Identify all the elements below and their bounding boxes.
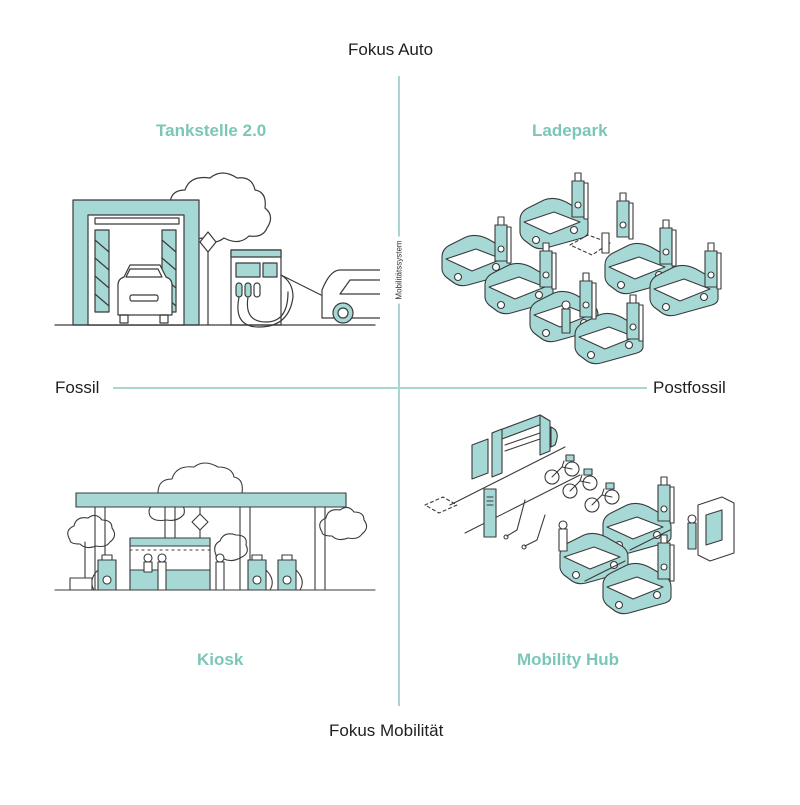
fuel-pump-icon — [247, 554, 273, 591]
quadrant-title-mobility-hub: Mobility Hub — [517, 650, 619, 669]
quadrant-title-ladepark: Ladepark — [532, 121, 608, 140]
bicycle-icon — [544, 454, 580, 485]
axis-label-left: Fossil — [55, 378, 100, 397]
tree-icon — [319, 506, 368, 541]
cloud-icon — [157, 462, 243, 494]
ticket-machine-icon — [697, 496, 735, 562]
horizontal-axis-line — [113, 387, 647, 389]
sign-icon — [199, 231, 217, 253]
bus-shelter-icon — [471, 414, 558, 480]
person-icon — [687, 514, 697, 550]
charging-station-icon — [626, 294, 644, 342]
person-icon — [561, 300, 571, 334]
person-icon — [143, 553, 153, 573]
e-scooter-icon — [521, 514, 546, 550]
charging-station-icon — [659, 219, 677, 267]
charging-station-icon — [579, 272, 597, 320]
charging-station-icon — [539, 242, 557, 290]
axis-label-right: Postfossil — [653, 378, 726, 397]
charging-station-icon — [571, 172, 589, 220]
fuel-pump-icon — [277, 554, 303, 591]
charging-station-icon — [616, 192, 634, 240]
vertical-axis-label: Mobilitätssystem — [394, 236, 404, 304]
bicycle-icon — [562, 468, 598, 499]
bicycle-icon — [584, 482, 620, 513]
quadrant-title-kiosk: Kiosk — [197, 650, 244, 669]
axis-label-bottom: Fokus Mobilität — [329, 721, 444, 740]
info-stele-icon — [483, 488, 497, 538]
sign-icon — [191, 513, 209, 531]
axis-label-top: Fokus Auto — [348, 40, 434, 59]
ev-charging-park-illustration — [441, 172, 722, 365]
person-icon — [558, 520, 568, 552]
vertical-axis-line — [398, 76, 400, 706]
quadrant-title-tankstelle: Tankstelle 2.0 — [156, 121, 267, 140]
gas-station-kiosk-illustration — [54, 462, 376, 591]
person-icon — [215, 553, 225, 591]
empty-parking-spot — [569, 234, 611, 256]
charging-station-icon — [657, 476, 675, 524]
tree-icon — [67, 514, 116, 549]
canopy — [75, 492, 347, 508]
e-scooter-icon — [503, 499, 526, 540]
person-icon — [157, 553, 167, 591]
mobility-hub-illustration — [424, 414, 735, 615]
empty-parking-spot — [424, 496, 458, 514]
car-wash-and-fuel-pump-illustration — [54, 172, 380, 328]
charging-station-icon — [704, 242, 722, 290]
car-icon — [117, 264, 173, 316]
charging-station-icon — [494, 216, 512, 264]
